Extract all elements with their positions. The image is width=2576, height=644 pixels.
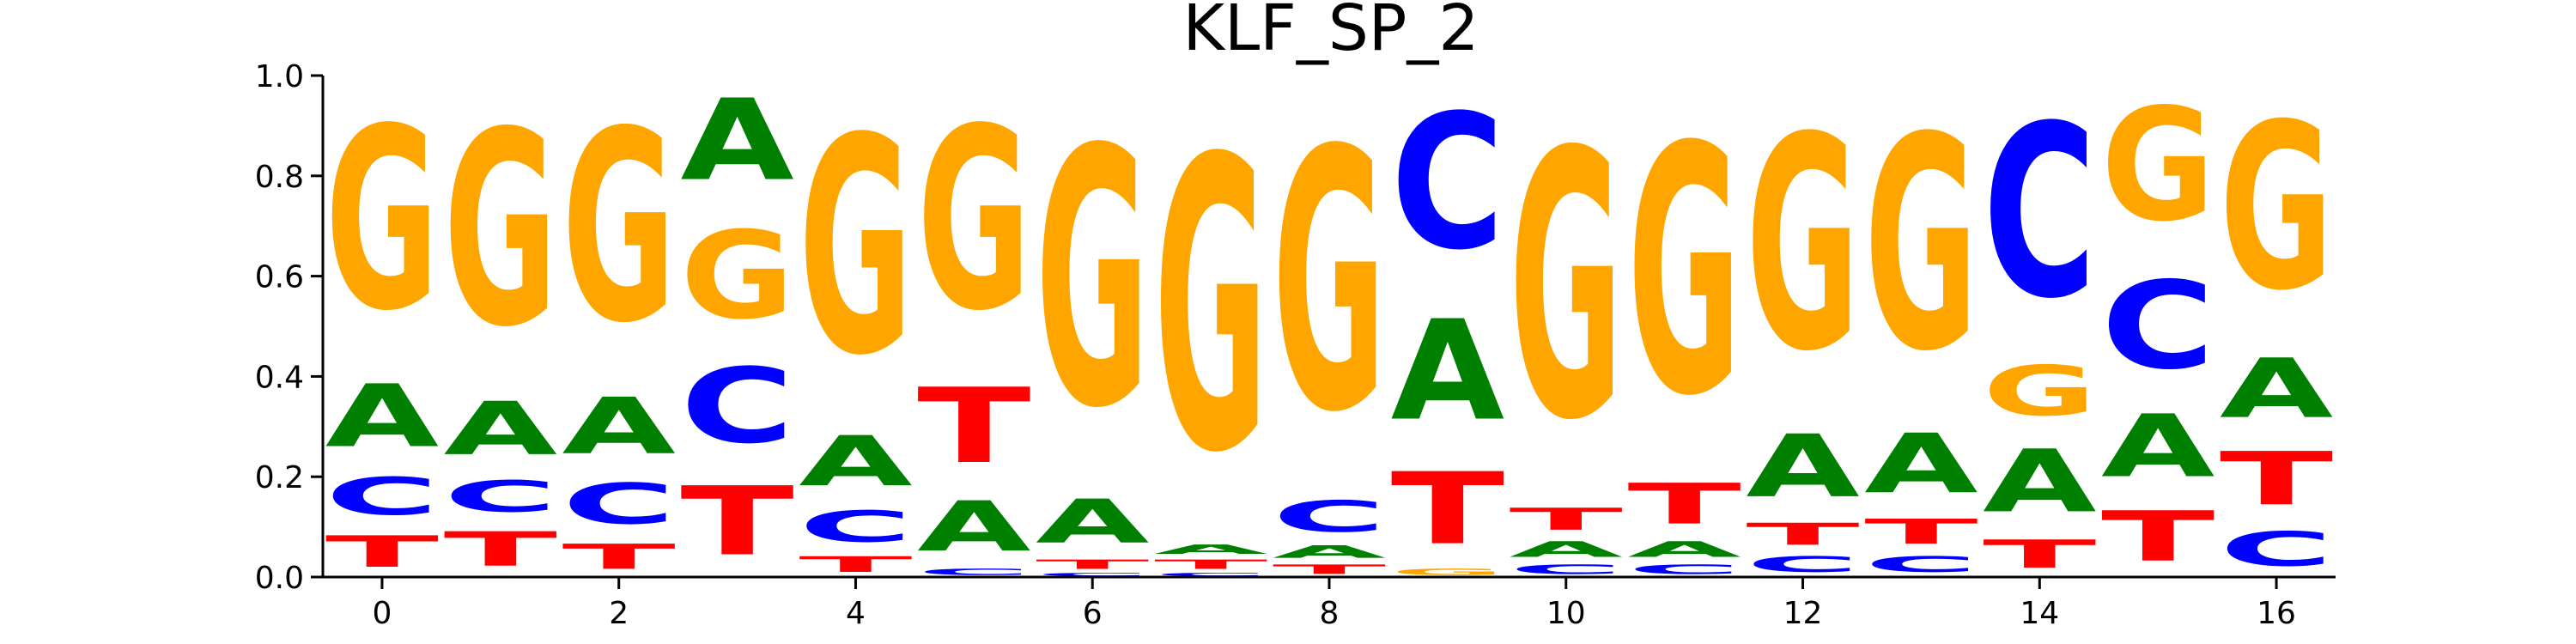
x-tick-label: 12 [1783,596,1823,631]
logo-letter-g: G [1983,352,2096,432]
logo-letter-g: G [1510,75,1623,501]
logo-letter-a: A [2220,342,2333,437]
logo-letter-t: T [680,467,793,577]
logo-letter-c: C [2220,522,2333,577]
logo-letter-t: T [917,367,1030,487]
logo-letter-c: C [1864,552,1978,577]
logo-letter-c: C [799,502,912,552]
logo-letter-g: G [562,75,676,381]
y-tick-label: 0.4 [255,360,304,395]
logo-letter-t: T [325,527,439,577]
logo-letter-c: C [1627,562,1741,578]
logo-letter-a: A [1273,542,1386,562]
logo-letter-a: A [325,367,439,467]
logo-letter-t: T [799,552,912,577]
y-tick-label: 1.0 [255,59,304,94]
x-tick-label: 0 [372,596,392,631]
logo-letter-t: T [1864,512,1978,552]
logo-letter-t: T [2220,437,2333,522]
logo-letter-g: G [2101,76,2215,256]
x-axis-ticks: 0 2 4 6 8 10 12 14 16 [372,577,2296,631]
logo-letter-t: T [2101,497,2215,577]
logo-letter-t: T [1627,472,1741,538]
logo-letter-g: G [2220,75,2333,340]
logo-letter-g: G [1154,76,1267,542]
x-tick-label: 4 [846,596,866,631]
logo-letter-t: T [1273,562,1387,577]
logo-letter-t: T [1036,557,1150,572]
logo-letter-g: G [917,76,1030,367]
logo-letter-g: G [1391,567,1504,577]
logo-letter-c: C [444,472,557,522]
logo-letter-a: A [1627,537,1741,562]
x-tick-label: 16 [2257,596,2296,631]
logo-letter-g: G [1746,74,1859,416]
logo-letter-a: A [2101,397,2215,497]
logo-letter-g: G [444,76,557,386]
logo-letter-g: G [325,76,439,367]
logo-letter-g: G [1627,76,1741,471]
logo-letter-t: T [1510,501,1623,537]
logo-letter-c: C [1036,572,1149,577]
logo-letter-a: A [1983,432,2096,532]
logo-letter-c: C [1391,76,1504,291]
x-tick-label: 14 [2020,596,2059,631]
logo-letter-a: A [1391,291,1504,452]
logo-letter-a: A [1036,487,1149,557]
logo-letter-t: T [562,537,676,577]
logo-letter-t: T [1983,532,2096,578]
x-tick-label: 6 [1083,596,1103,631]
x-tick-label: 10 [1546,596,1586,631]
logo-letter-c: C [562,471,676,537]
logo-letter-a: A [799,422,912,501]
logo-letter-a: A [444,386,557,471]
logo-letter-a: A [562,382,677,472]
y-tick-label: 0.8 [255,160,304,195]
logo-letter-c: C [325,466,439,526]
logo-letter-g: G [1036,74,1149,485]
logo-letter-t: T [1154,557,1268,572]
logo-letter-g: G [799,76,912,421]
logo-letter-a: A [680,76,793,206]
letter-stacks: TCAGTCAGTCAGTCGATCAGCATGCTAGCTAGTACGGTAC… [325,74,2333,577]
logo-letter-c: C [917,567,1030,577]
logo-letter-c: C [1746,552,1859,577]
chart-title: KLF_SP_2 [1183,0,1479,65]
y-axis-ticks: 0.0 0.2 0.4 0.6 0.8 1.0 [255,59,323,596]
logo-letter-a: A [1510,537,1623,562]
y-tick-label: 0.2 [255,460,304,495]
logo-letter-c: C [1983,75,2096,350]
logo-letter-c: C [1510,562,1623,578]
logo-letter-t: T [1746,517,1859,552]
logo-letter-t: T [444,522,557,577]
logo-letter-c: C [680,347,793,467]
x-tick-label: 2 [609,596,629,631]
logo-letter-c: C [1273,492,1386,542]
logo-letter-g: G [1273,76,1386,491]
logo-letter-g: G [680,206,793,346]
logo-letter-a: A [1864,416,1978,512]
logo-letter-g: G [1864,74,1978,416]
y-tick-label: 0.0 [255,561,304,596]
logo-letter-c: C [2101,257,2215,397]
logo-letter-a: A [917,487,1030,567]
x-tick-label: 8 [1320,596,1340,631]
y-tick-label: 0.6 [255,260,304,295]
logo-letter-c: C [1154,572,1267,577]
logo-letter-a: A [1154,542,1267,557]
logo-letter-t: T [1391,452,1504,567]
logo-letter-a: A [1746,417,1859,518]
